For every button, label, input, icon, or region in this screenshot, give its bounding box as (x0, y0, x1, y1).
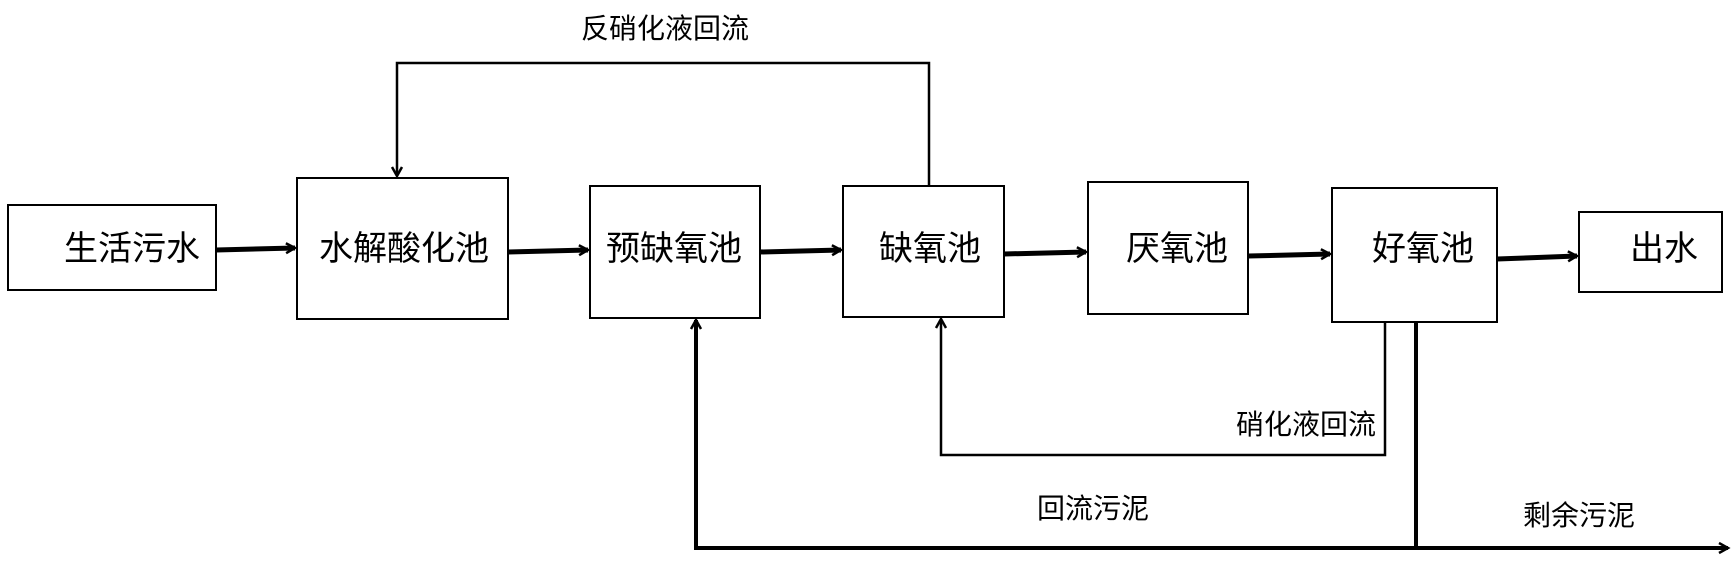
excess-sludge-label: 剩余污泥 (1523, 499, 1635, 532)
box-anaerobic-tank-label: 厌氧池 (1126, 229, 1228, 269)
box-anoxic-tank-label: 缺氧池 (879, 229, 981, 269)
box-hydrolysis-acidification-tank-label: 水解酸化池 (319, 229, 489, 269)
denitrification-return-line (390, 61, 931, 186)
box-pre-anoxic-tank-label: 预缺氧池 (606, 229, 742, 269)
box-effluent: 出水 (1578, 211, 1723, 293)
return-sludge-line (689, 317, 1418, 550)
box-pre-anoxic-tank: 预缺氧池 (589, 185, 761, 319)
nitrification-return-label: 硝化液回流 (1236, 408, 1376, 441)
arrow-aerobic-to-effluent (1496, 250, 1580, 263)
return-sludge-label: 回流污泥 (1037, 492, 1149, 525)
box-anaerobic-tank: 厌氧池 (1087, 181, 1249, 315)
box-aerobic-tank-label: 好氧池 (1372, 229, 1474, 269)
arrow-hydrolysis-to-pre-anoxic (507, 244, 591, 257)
box-aerobic-tank: 好氧池 (1331, 187, 1498, 323)
arrow-anaerobic-to-aerobic (1247, 248, 1333, 261)
arrow-sewage-to-hydrolysis (215, 242, 298, 255)
denitrification-return-label: 反硝化液回流 (581, 12, 749, 45)
box-hydrolysis-acidification-tank: 水解酸化池 (296, 177, 509, 320)
box-effluent-label: 出水 (1630, 229, 1698, 269)
box-domestic-sewage: 生活污水 (7, 204, 217, 291)
nitrification-return-line (934, 316, 1387, 457)
box-domestic-sewage-label: 生活污水 (64, 229, 200, 269)
arrow-anoxic-to-anaerobic (1003, 246, 1089, 259)
arrow-pre-anoxic-to-anoxic (759, 244, 844, 257)
box-anoxic-tank: 缺氧池 (842, 185, 1005, 318)
